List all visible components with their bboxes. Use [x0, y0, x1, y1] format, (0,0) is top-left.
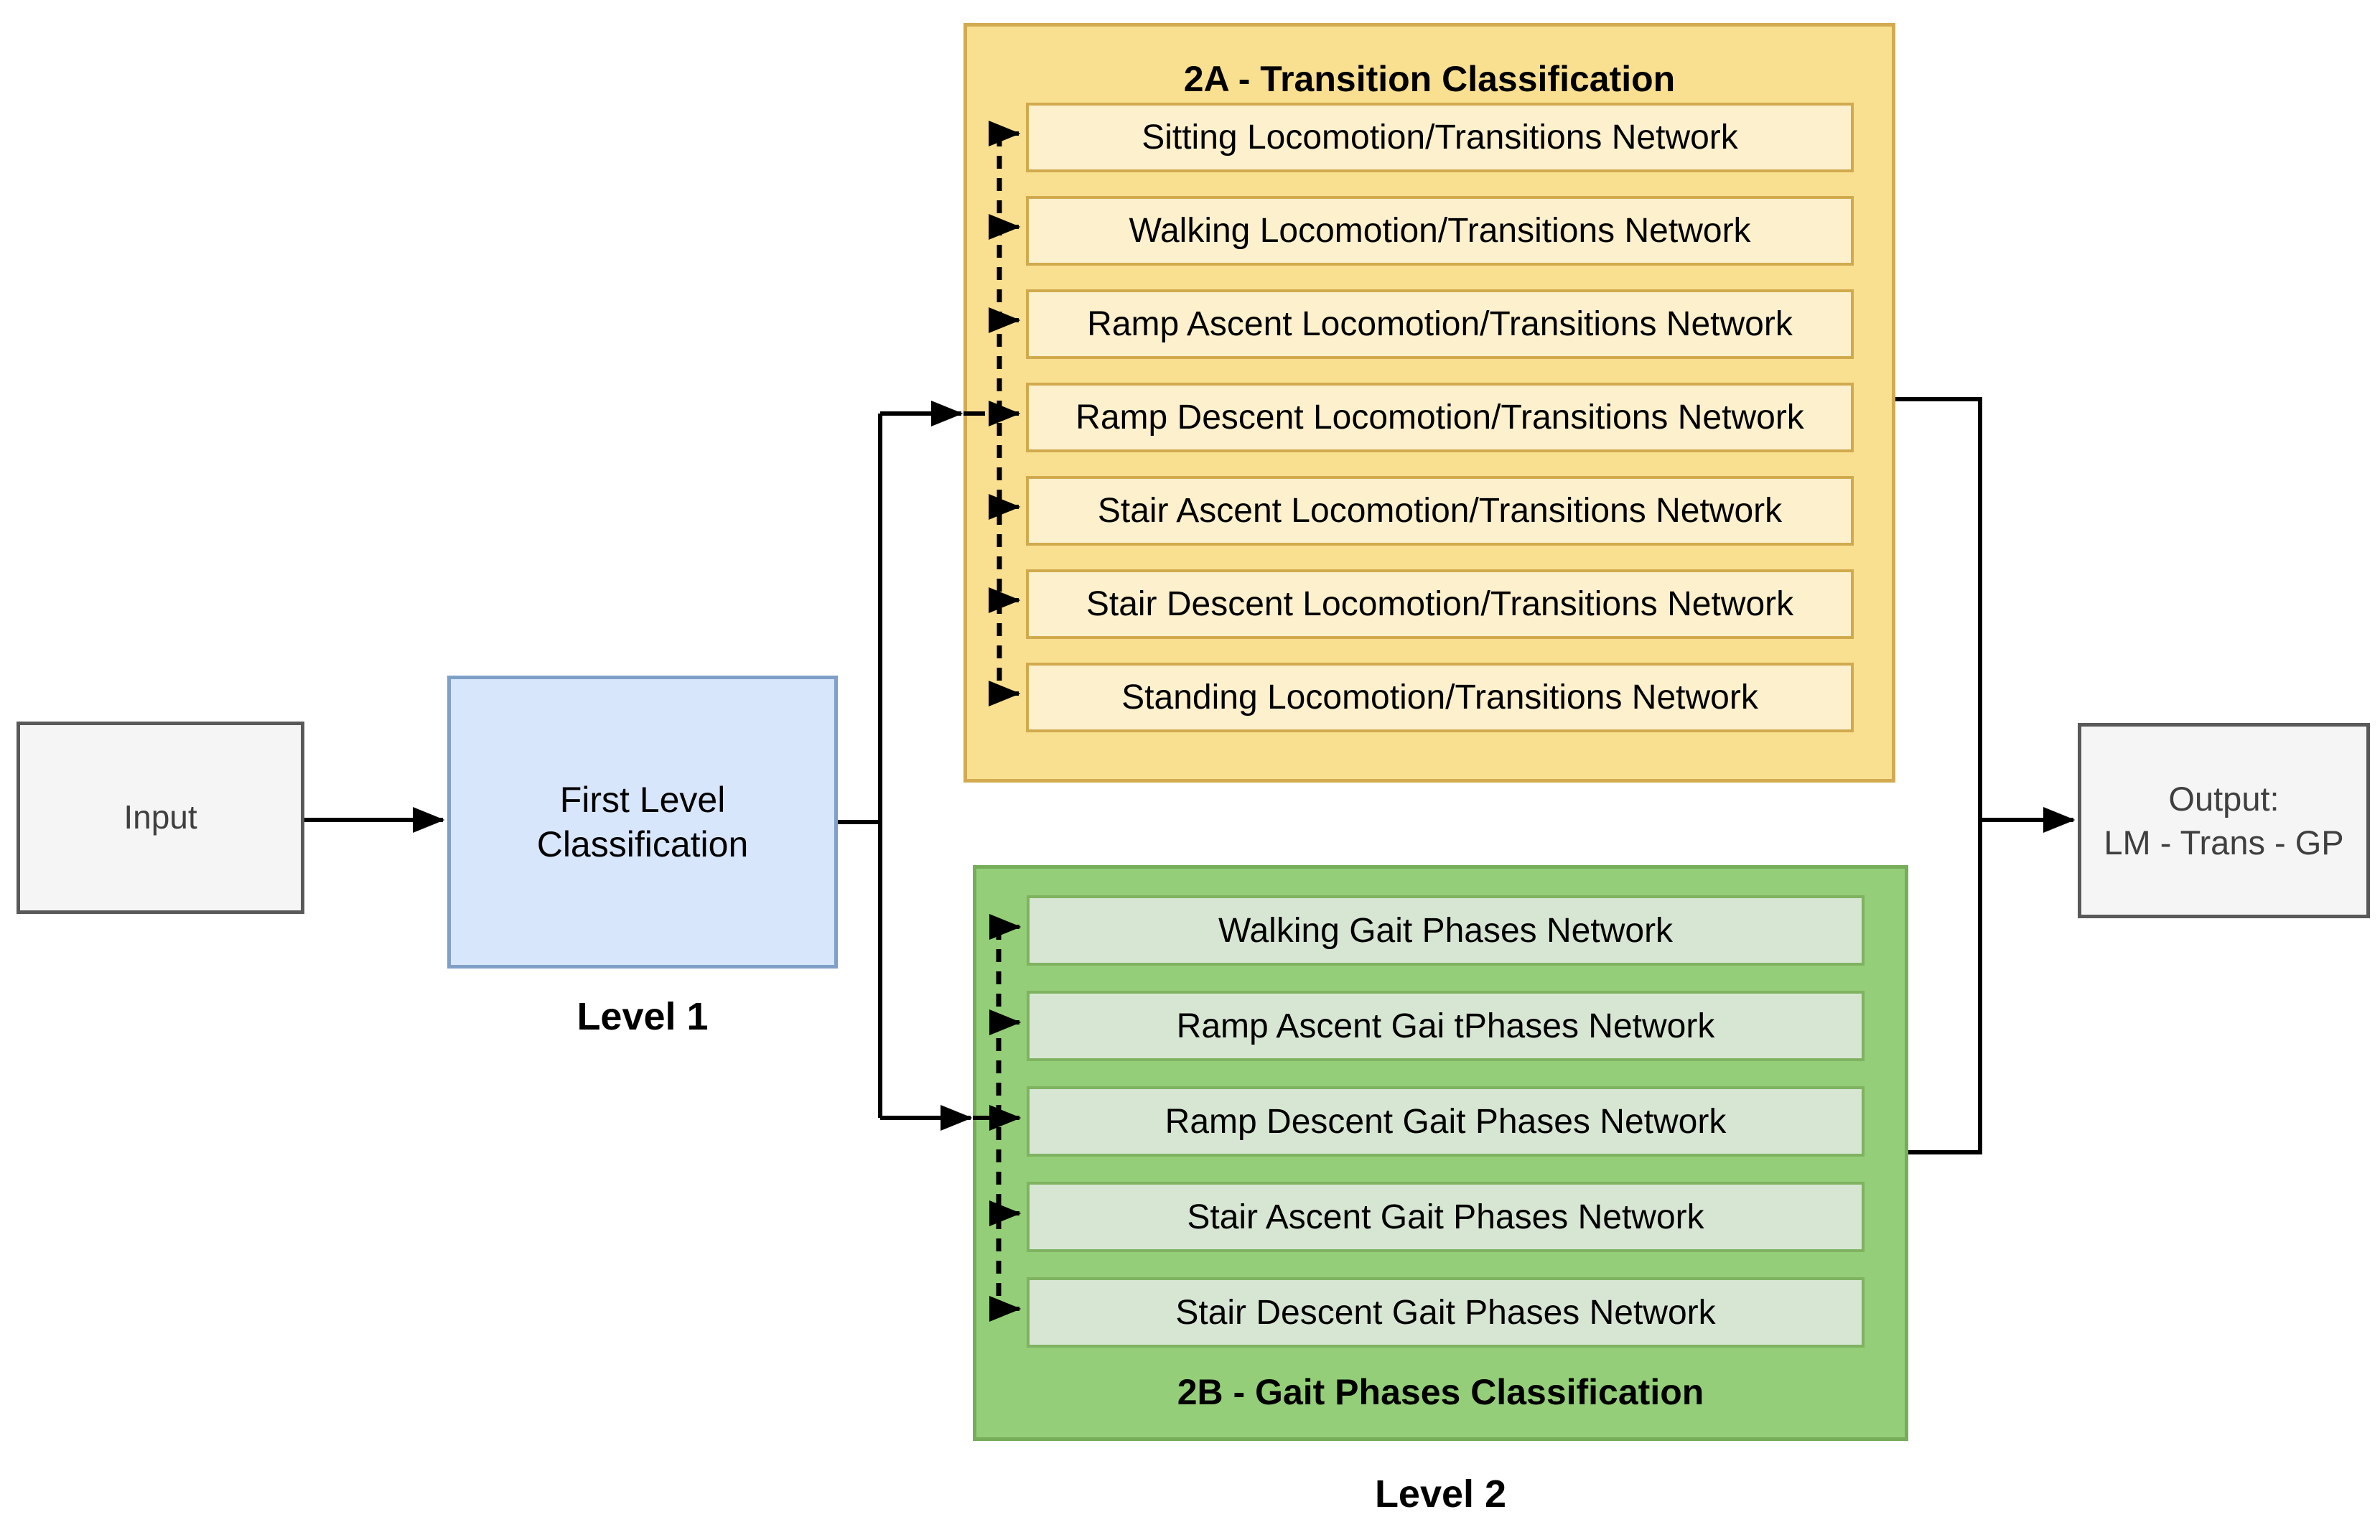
group-2a-title: 2A - Transition Classification: [1183, 59, 1676, 99]
input-box: Input: [17, 722, 304, 914]
first-level-classification-box: First Level Classification: [447, 676, 838, 969]
box-walking-locomotion-transitions: Walking Locomotion/Transitions Network: [1026, 196, 1854, 266]
group-2b-title: 2B - Gait Phases Classification: [1177, 1372, 1704, 1412]
output-label-line1: Output:: [2168, 779, 2279, 818]
box-ramp-descent-gait-phases: Ramp Descent Gait Phases Network: [1027, 1086, 1865, 1157]
box-ramp-descent-locomotion-transitions: Ramp Descent Locomotion/Transitions Netw…: [1026, 383, 1854, 452]
group-2a-transition-classification: 2A - Transition Classification Sitting L…: [963, 23, 1895, 783]
first-level-label: First Level Classification: [536, 779, 749, 865]
box-standing-locomotion-transitions: Standing Locomotion/Transitions Network: [1026, 663, 1854, 732]
box-ramp-ascent-gait-phases: Ramp Ascent Gai tPhases Network: [1027, 991, 1865, 1061]
box-stair-ascent-locomotion-transitions: Stair Ascent Locomotion/Transitions Netw…: [1026, 476, 1854, 546]
output-label-line2: LM - Trans - GP: [2104, 823, 2344, 862]
level2-caption: Level 2: [1374, 1473, 1507, 1516]
box-stair-descent-gait-phases: Stair Descent Gait Phases Network: [1027, 1277, 1865, 1348]
input-label: Input: [123, 798, 197, 836]
group-2b-gait-phases-classification: Walking Gait Phases Network Ramp Ascent …: [973, 865, 1908, 1441]
box-sitting-locomotion-transitions: Sitting Locomotion/Transitions Network: [1026, 103, 1854, 172]
box-walking-gait-phases: Walking Gait Phases Network: [1027, 895, 1865, 966]
box-stair-ascent-gait-phases: Stair Ascent Gait Phases Network: [1027, 1182, 1865, 1252]
box-stair-descent-locomotion-transitions: Stair Descent Locomotion/Transitions Net…: [1026, 569, 1854, 639]
level1-caption: Level 1: [577, 995, 709, 1038]
box-ramp-ascent-locomotion-transitions: Ramp Ascent Locomotion/Transitions Netwo…: [1026, 289, 1854, 359]
output-box: Output: LM - Trans - GP: [2078, 723, 2370, 918]
